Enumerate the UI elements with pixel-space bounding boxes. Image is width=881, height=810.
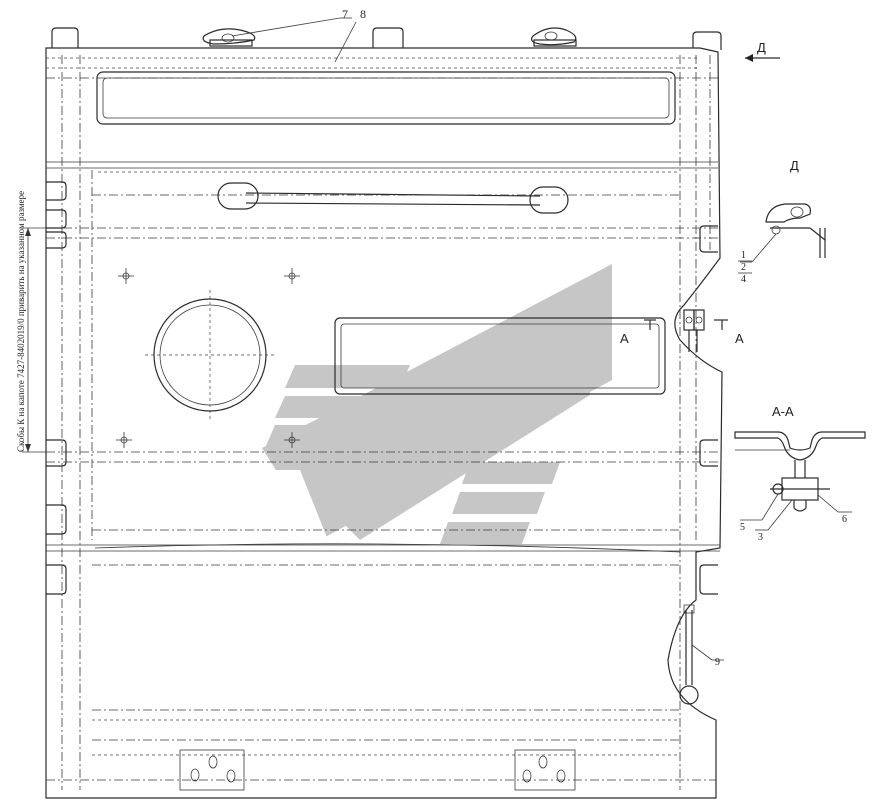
latch-section-a xyxy=(683,309,705,352)
bottom-plates xyxy=(179,749,576,791)
callout-4: 4 xyxy=(741,274,746,285)
section-aa-drawing xyxy=(734,431,866,531)
right-brackets xyxy=(699,225,718,595)
left-brackets xyxy=(46,181,67,595)
center-opening xyxy=(334,317,666,395)
section-a-right-label: А xyxy=(735,331,744,346)
handle-bar xyxy=(217,182,569,214)
detail-d-drawing xyxy=(740,203,826,263)
round-hole xyxy=(145,290,275,420)
callout-8: 8 xyxy=(360,7,366,21)
top-hardware xyxy=(51,27,722,50)
section-aa-title: А-А xyxy=(772,404,794,419)
callout-2: 2 xyxy=(741,262,746,273)
detail-d-fraction-lines xyxy=(738,260,752,274)
panel-outline xyxy=(45,47,723,799)
callout-9-leader xyxy=(691,644,724,661)
callout-9: 9 xyxy=(715,657,720,668)
callout-5: 5 xyxy=(740,522,745,533)
view-d-label: Д xyxy=(757,40,766,55)
top-recess xyxy=(96,71,676,125)
rod-9 xyxy=(679,604,699,705)
view-d-marker xyxy=(745,54,780,62)
callout-7: 7 xyxy=(342,7,348,21)
watermark-logo xyxy=(262,264,612,545)
marker-holes xyxy=(116,268,300,448)
callout-6: 6 xyxy=(842,514,847,525)
side-dimension xyxy=(22,227,46,453)
callout-1: 1 xyxy=(741,250,746,261)
callout-3: 3 xyxy=(758,532,763,543)
section-a-markers xyxy=(644,319,728,330)
detail-d-title: Д xyxy=(790,158,799,173)
callout-leaders-top xyxy=(231,17,357,63)
section-a-left-label: А xyxy=(620,331,629,346)
side-note: Скобы К на капоте 7427-8402019/0 привари… xyxy=(16,191,26,452)
